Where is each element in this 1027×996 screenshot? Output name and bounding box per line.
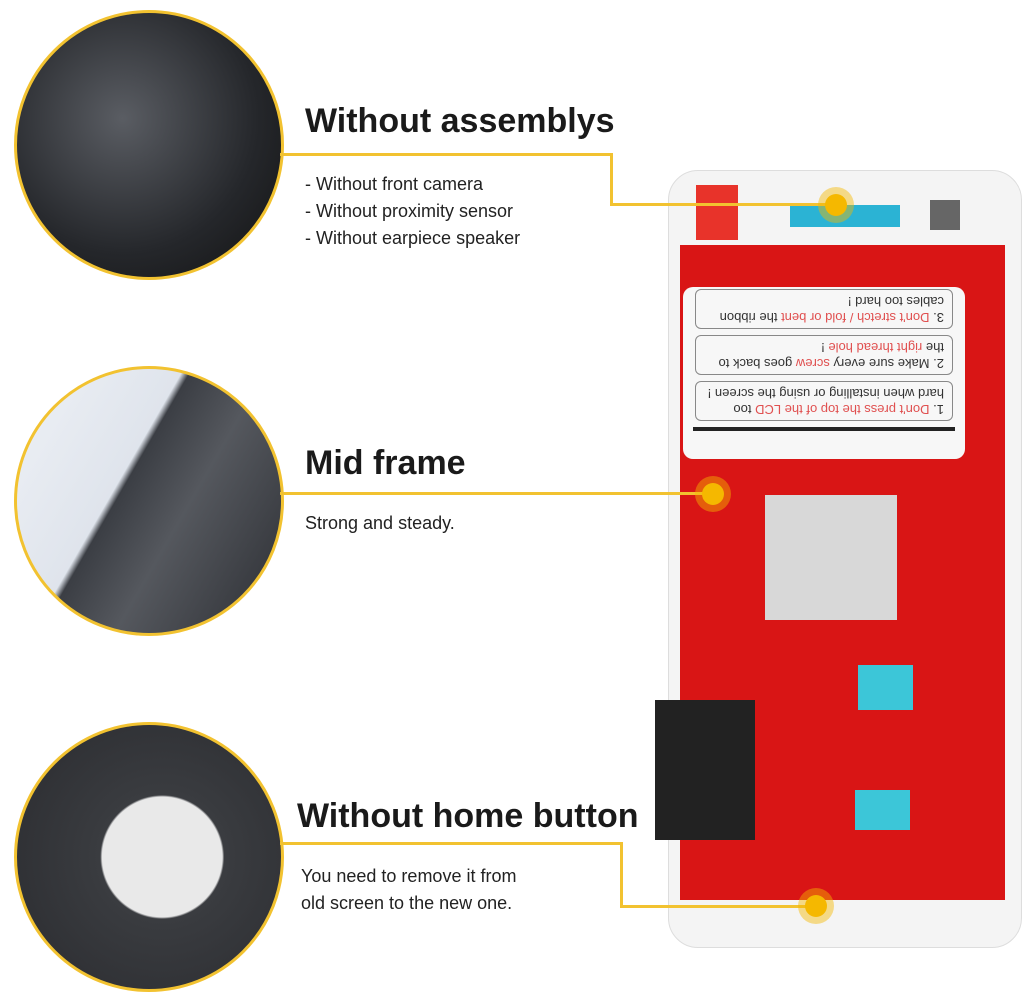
- mid-frame-marker: [702, 483, 724, 505]
- leader-line: [280, 492, 710, 495]
- section-title: Without assemblys: [305, 102, 615, 140]
- leader-line: [280, 842, 622, 845]
- qr-label: [930, 200, 960, 230]
- cyan-tape: [790, 205, 900, 227]
- camera-closeup-image: [14, 10, 284, 280]
- warning-sticker: 1. Don't press the top of the LCD too ha…: [683, 287, 965, 459]
- sticker-item-3: 3. Don't stretch / fold or bent the ribb…: [695, 289, 953, 329]
- feature-line: - Without front camera: [305, 174, 484, 194]
- leader-line: [610, 153, 613, 206]
- section-text: - Without front camera - Without proximi…: [305, 171, 520, 252]
- feature-line: - Without proximity sensor: [305, 201, 514, 221]
- camera-marker: [825, 194, 847, 216]
- leader-line: [620, 905, 815, 908]
- cyan-tape: [858, 665, 913, 710]
- sticker-item-2: 2. Make sure every screw goes back to th…: [695, 335, 953, 375]
- section-title: Without home button: [297, 797, 639, 835]
- arrow-bar: [693, 427, 955, 459]
- feature-line: old screen to the new one.: [301, 893, 513, 913]
- section-title: Mid frame: [305, 444, 466, 482]
- section-text: You need to remove it from old screen to…: [301, 863, 516, 917]
- feature-line: - Without earpiece speaker: [305, 228, 521, 248]
- leader-line: [620, 842, 623, 907]
- feature-line: You need to remove it from: [301, 866, 517, 886]
- flex-cable: [655, 700, 755, 840]
- section-text: Strong and steady.: [305, 513, 455, 533]
- leader-line: [610, 203, 835, 206]
- leader-line: [280, 153, 612, 156]
- home-button-closeup-image: [14, 722, 284, 992]
- cyan-tape: [855, 790, 910, 830]
- red-tab: [696, 185, 738, 240]
- qr-code-label: [765, 495, 897, 620]
- home-button-marker: [805, 895, 827, 917]
- mid-frame-closeup-image: [14, 366, 284, 636]
- sticker-item-1: 1. Don't press the top of the LCD too ha…: [695, 381, 953, 421]
